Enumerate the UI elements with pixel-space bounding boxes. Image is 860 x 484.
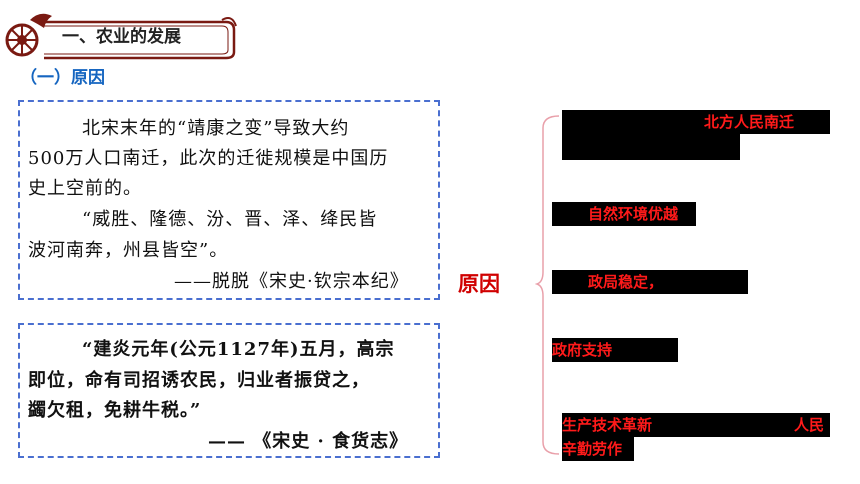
quote1-line: 500万人口南迁，此次的迁徙规模是中国历 [28,148,389,169]
quote2-line: “建炎元年(公元1127年)五月，高宗 [82,339,395,360]
reason-5-text-c: 辛勤劳作 [562,440,623,458]
reason-2-text: 自然环境优越 [588,205,679,223]
reason-4-text: 政府支持 [552,341,613,359]
quote2-line: 即位，命有司招诱农民，归业者振贷之， [28,370,370,391]
reason-5-box: 生产技术革新 人民 [562,413,830,437]
brace-connector [535,115,560,455]
reason-5-text-a: 生产技术革新 [562,416,653,434]
reasons-label: 原因 [458,272,500,296]
quote1-line: 史上空前的。 [28,178,142,199]
reason-2-box: 自然环境优越 [552,202,696,226]
reason-3-box: 政局稳定， [552,270,748,294]
reason-1-text: 北方人民南迁 [704,113,795,131]
chariot-emblem-icon [5,13,52,57]
quote2-citation: —— 《宋史 · 食货志》 [208,431,409,452]
redaction-bar [562,134,740,160]
section-title: 一、农业的发展 [62,27,181,47]
quote1-line: “威胜、隆德、汾、晋、泽、绛民皆 [82,209,378,230]
quote2-line: 蠲欠租，免耕牛税。” [28,400,202,421]
quote1-line: 波河南奔，州县皆空”。 [28,240,229,261]
quote-box-song-shi-shihuo: “建炎元年(公元1127年)五月，高宗 即位，命有司招诱农民，归业者振贷之， 蠲… [18,323,440,458]
quote1-line: 北宋末年的“靖康之变”导致大约 [82,118,350,139]
quote1-citation: ——脱脱《宋史·钦宗本纪》 [174,271,409,292]
quote-box-song-shi-qinzong: 北宋末年的“靖康之变”导致大约 500万人口南迁，此次的迁徙规模是中国历 史上空… [18,100,440,300]
header-banner [5,13,237,60]
redaction-bar [562,110,702,134]
reason-5-box-cont: 辛勤劳作 [562,437,634,461]
reason-1-box: 北方人民南迁 [702,110,830,134]
reason-5-text-b: 人民 [794,416,825,434]
reason-4-box: 政府支持 [552,338,678,362]
reason-3-text: 政局稳定， [588,273,664,291]
subsection-title: （一）原因 [20,68,105,88]
